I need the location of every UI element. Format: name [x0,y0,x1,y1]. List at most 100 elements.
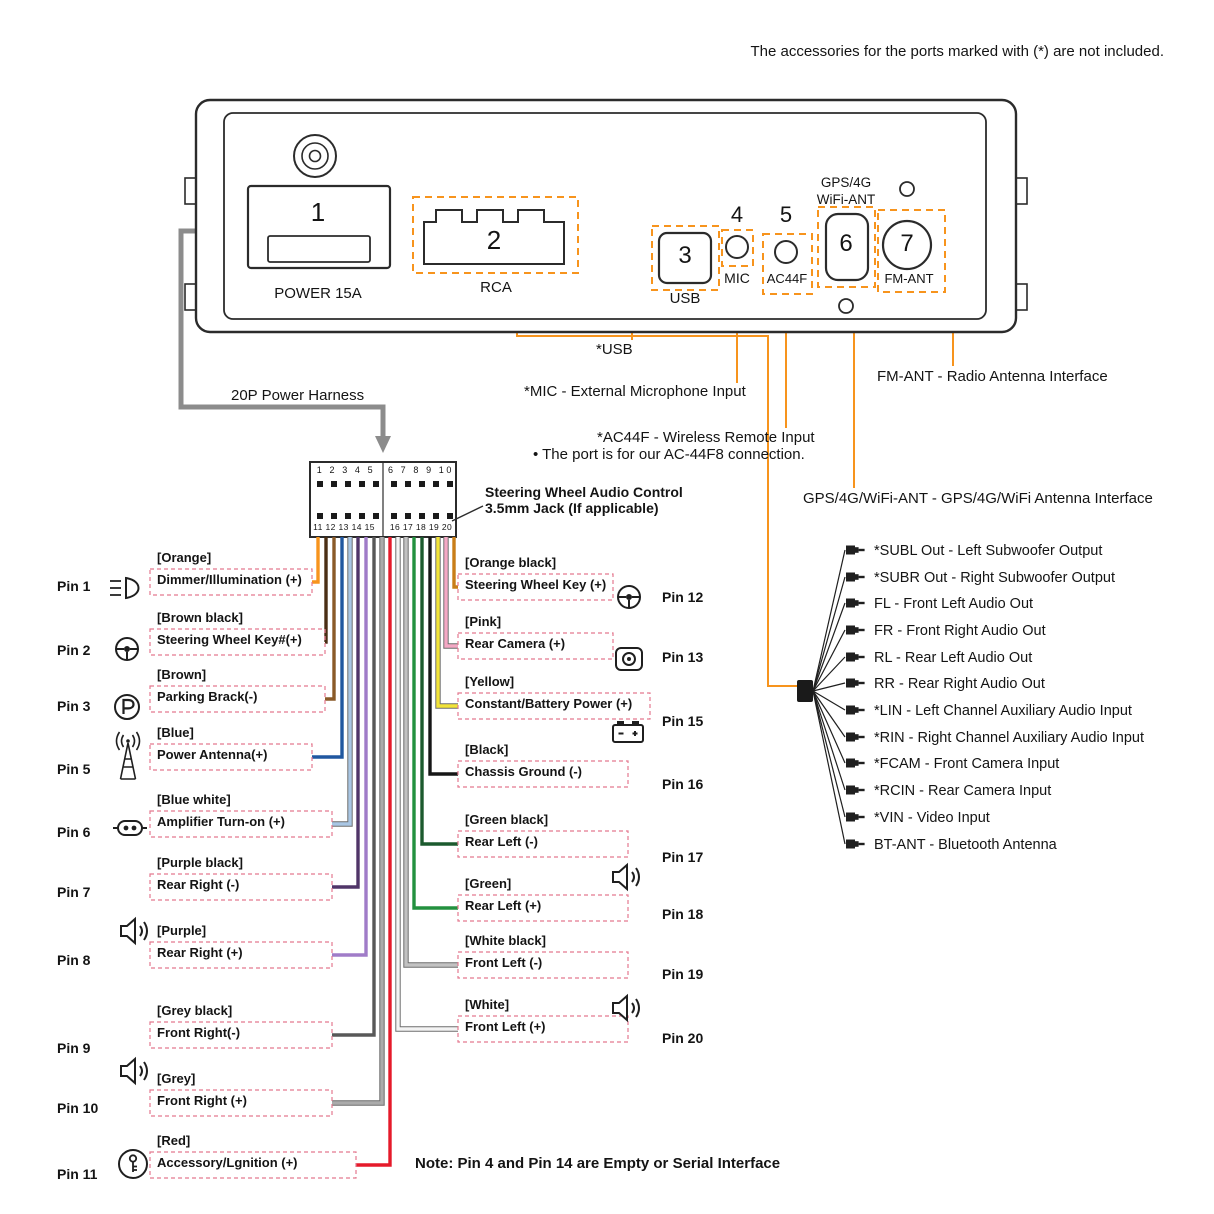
connector-pins-11-15: 11 12 13 14 15 [313,522,375,532]
steering-wheel-icon [617,585,641,609]
swc-pointer-line [451,505,484,522]
screw-hole-icon [899,181,915,197]
wire-color: [Grey black] [157,1003,233,1018]
rca-output-label: FL - Front Left Audio Out [874,596,1034,612]
swc-label-1: Steering Wheel Audio Control [485,484,683,500]
pin-label: Pin 15 [662,713,704,729]
harness-label: 20P Power Harness [231,387,365,404]
rca-output-label: RR - Rear Right Audio Out [874,676,1045,692]
fm-antenna-port [881,219,933,271]
ignition-key-icon [118,1149,148,1179]
mic-callout: *MIC - External Microphone Input [524,383,746,400]
pin-label: Pin 9 [57,1040,91,1056]
pin2-box [149,628,326,656]
rca-plug-icon [846,678,865,688]
speaker-icon [120,1058,148,1084]
wire-color: [Blue white] [157,792,231,807]
pin19-box [457,951,629,979]
pin9-box [149,1021,333,1049]
wire-pin20 [396,537,458,1031]
usb-port-shape [657,231,713,285]
harness-wires [312,537,458,1167]
pin-function: Dimmer/Illumination (+) [157,572,302,587]
wire-color: [Purple black] [157,855,243,870]
pin-function: Rear Right (+) [157,945,243,960]
rca-port-number: 2 [486,225,502,255]
power-connector-slot [267,235,371,263]
wire-pin18 [412,537,458,910]
wire-color: [Blue] [157,725,194,740]
pin-label: Pin 8 [57,952,91,968]
pin-label: Pin 1 [57,578,91,594]
wire-color: [Green black] [465,812,549,827]
steering-wheel-icon [115,637,139,661]
pin-function: Front Right (+) [157,1093,247,1108]
ac44f-jack [774,240,798,264]
wire-color: [Brown] [157,667,207,682]
rca-output-label: BT-ANT - Bluetooth Antenna [874,837,1057,853]
pin11-box [149,1151,357,1179]
power-port-number: 1 [310,197,326,227]
wire-pin2 [324,537,328,644]
fm-port-label: FM-ANT [884,271,934,286]
wire-pin13 [444,537,458,648]
pin16-box [457,760,629,788]
rca-output-label: *LIN - Left Channel Auxiliary Audio Inpu… [874,703,1132,719]
pin-label: Pin 6 [57,824,91,840]
mic-highlight-box [721,229,754,267]
wire-color: [Pink] [465,614,502,629]
mic-jack [725,235,749,259]
pin-label: Pin 5 [57,761,91,777]
camera-icon [615,647,643,671]
pin-row-boxes [149,568,651,1179]
wire-pin17 [420,537,458,846]
rca-output-label: *SUBR Out - Right Subwoofer Output [874,570,1115,586]
power-port-label: POWER 15A [274,285,362,302]
rca-plug-icons [846,545,865,849]
ac44f-callout-1: *AC44F - Wireless Remote Input [597,429,815,446]
usb-highlight-box [651,225,720,291]
pin-label: Pin 2 [57,642,91,658]
battery-icon [612,721,644,743]
wire-color: [Purple] [157,923,207,938]
gps-callout: GPS/4G/WiFi-ANT - GPS/4G/WiFi Antenna In… [803,490,1153,507]
rca-port-label: RCA [480,279,512,296]
accessories-note: The accessories for the ports marked wit… [750,43,1164,60]
pin-function: Front Left (+) [465,1019,546,1034]
pin10-box [149,1089,333,1117]
ac44f-callout-2: • The port is for our AC-44F8 connection… [533,446,805,463]
wire-color: [Brown black] [157,610,243,625]
usb-callout: *USB [596,341,633,358]
pin-function: Front Left (-) [465,955,543,970]
screw-hole-icon [838,298,854,314]
port-highlight-boxes [412,196,946,295]
pin-function: Steering Wheel Key (+) [465,577,607,592]
wire-pin9 [332,537,376,1037]
rca-output-label: FR - Front Right Audio Out [874,623,1046,639]
rca-plug-icon [846,545,865,555]
pin-label: Pin 18 [662,906,704,922]
gps-highlight-box [817,206,876,288]
pin-label: Pin 12 [662,589,704,605]
mic-port-label: MIC [722,270,752,287]
pin13-box [457,632,614,660]
wire-color: [Yellow] [465,674,515,689]
ac44f-highlight-box [762,233,813,295]
pin8-box [149,941,333,969]
wire-pin16 [428,537,458,776]
pin-label: Pin 11 [57,1166,98,1182]
pin-function: Amplifier Turn-on (+) [157,814,285,829]
pin-function: Rear Right (-) [157,877,240,892]
rca-plug-icon [846,732,865,742]
wire-pin10 [332,537,384,1105]
pin1-box [149,568,313,596]
speaker-icon [120,918,148,944]
rca-plug-icon [846,812,865,822]
pin-label: Pin 3 [57,698,91,714]
pin-label: Pin 17 [662,849,704,865]
power-port [246,134,392,270]
wire-color: [Orange] [157,550,212,565]
pin3-box [149,685,326,713]
wire-pin12 [452,537,458,589]
